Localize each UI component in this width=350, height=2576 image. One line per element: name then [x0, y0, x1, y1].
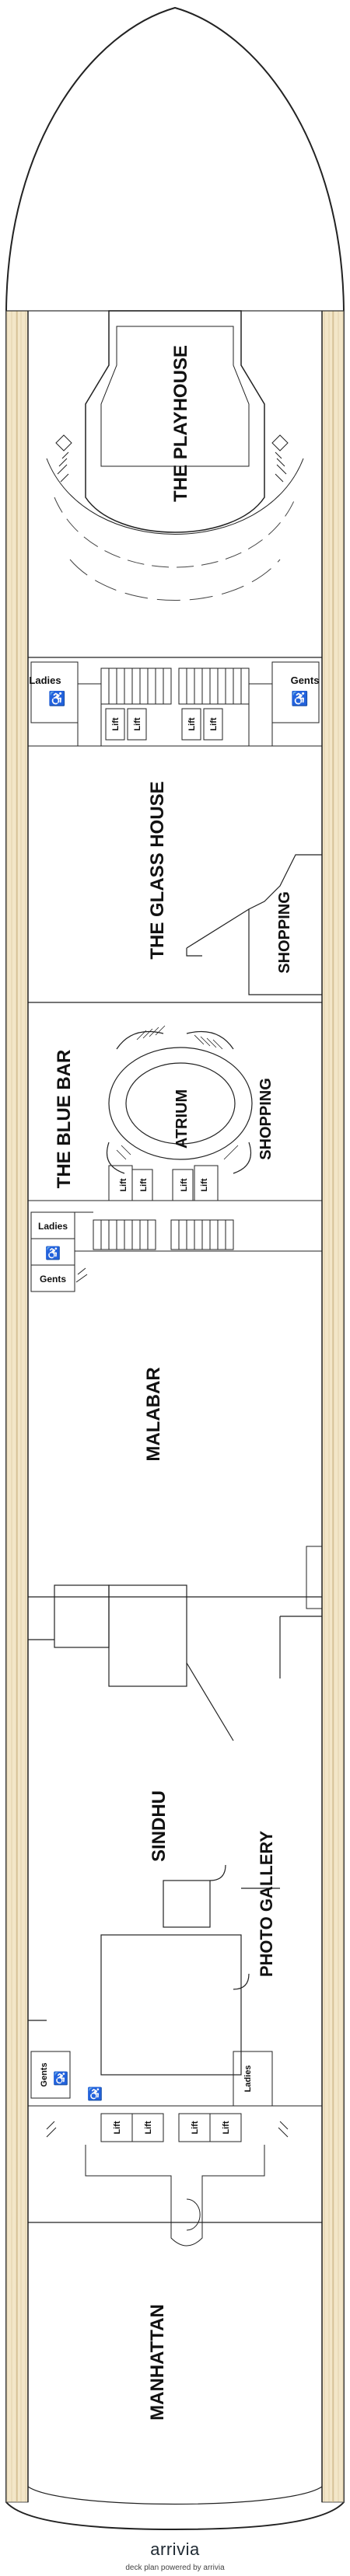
accessible-icon: ♿: [291, 690, 308, 706]
gents-restroom-3: Gents: [40, 2062, 49, 2086]
lift-8: Lift: [200, 1178, 209, 1191]
sindhu-block: [28, 1584, 322, 1741]
malabar-label: MALABAR: [143, 1367, 164, 1461]
sindhu-label: SINDHU: [149, 1790, 170, 1862]
accessible-icon: ♿: [53, 2071, 68, 2086]
middle-facilities-block: [28, 1165, 322, 1292]
photo-gallery-label: PHOTO GALLERY: [257, 1831, 276, 1978]
gents-restroom-1: Gents: [291, 675, 320, 686]
ladies-restroom-3: Ladies: [243, 2065, 253, 2093]
shopping-upper-block: [186, 854, 322, 995]
lift-3: Lift: [187, 717, 197, 730]
gents-restroom-2: Gents: [40, 1274, 66, 1285]
blue-bar-label: THE BLUE BAR: [54, 1050, 75, 1189]
lift-10: Lift: [144, 2121, 153, 2134]
shopping-upper-label: SHOPPING: [276, 891, 293, 974]
shopping-lower-label: SHOPPING: [257, 1078, 275, 1160]
lift-1: Lift: [111, 717, 121, 730]
atrium-space: [106, 1030, 253, 1174]
atrium-label: ATRIUM: [173, 1089, 191, 1149]
lift-6: Lift: [139, 1178, 149, 1191]
hull-outline: [5, 6, 345, 2531]
malabar-starboard-bay: [306, 1546, 323, 1609]
lift-2: Lift: [133, 717, 142, 730]
lift-7: Lift: [180, 1178, 189, 1191]
brand-logo: arrivia: [150, 2539, 200, 2559]
lift-11: Lift: [191, 2121, 200, 2134]
accessible-icon: ♿: [87, 2086, 103, 2101]
lift-4: Lift: [209, 717, 219, 730]
credit-text: deck plan powered by arrivia: [125, 2564, 225, 2572]
playhouse-theatre: THE PLAYHOUSE: [46, 310, 304, 601]
stairs-icon: [116, 1025, 239, 1160]
manhattan-label: MANHATTAN: [147, 2304, 168, 2421]
accessible-icon: ♿: [45, 1246, 61, 1260]
photo-gallery-block: [28, 1864, 280, 2076]
stern-outline: [27, 2486, 323, 2505]
stairs-icon: [55, 434, 289, 483]
lift-5: Lift: [119, 1178, 128, 1191]
accessible-icon: ♿: [48, 690, 65, 706]
lift-9: Lift: [113, 2121, 122, 2134]
ladies-restroom-1: Ladies: [29, 675, 61, 686]
lift-12: Lift: [222, 2121, 231, 2134]
glass-house-label: THE GLASS HOUSE: [147, 781, 168, 959]
playhouse-label: THE PLAYHOUSE: [170, 345, 191, 502]
ladies-restroom-2: Ladies: [38, 1221, 68, 1232]
lower-facilities-block: [28, 2051, 322, 2247]
